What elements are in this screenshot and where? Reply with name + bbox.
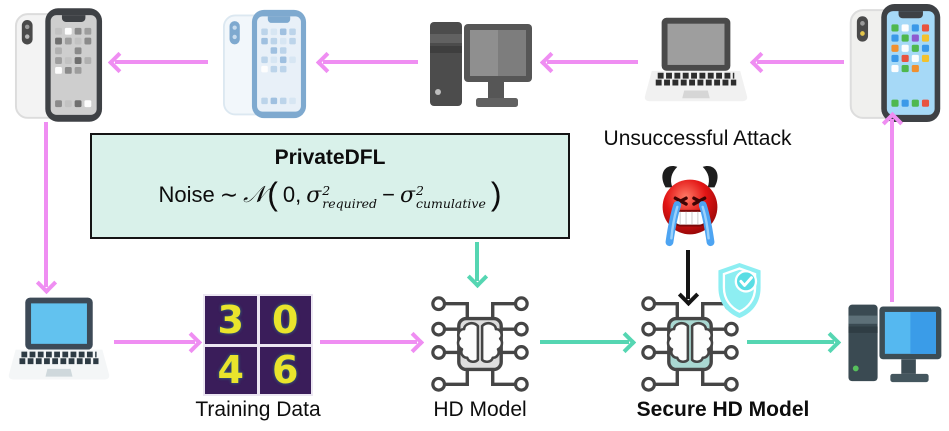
desktop-computer-gray-icon: [424, 12, 536, 114]
formula-minus: −: [382, 182, 395, 207]
formula-tilde: ∼: [219, 182, 239, 207]
arrow-laptop-to-desktop: [539, 51, 638, 73]
secure-hd-model-label: Secure HD Model: [636, 398, 810, 421]
mnist-digit-tile: 0: [259, 296, 311, 344]
formula-lhs: Noise: [158, 182, 215, 207]
mnist-digit-tile: 3: [205, 296, 257, 344]
shield-check-icon: [712, 260, 767, 321]
smartphone-blue-icon: [220, 8, 310, 120]
laptop-blue-icon: [6, 292, 112, 388]
laptop-gray-icon: [642, 14, 750, 108]
arrow-desktop2-to-phone3: [881, 111, 903, 302]
formula-normal-dist: 𝒩: [243, 182, 266, 208]
hd-model-label: HD Model: [433, 398, 527, 421]
privatedfl-title: PrivateDFL: [274, 146, 386, 169]
smartphone-gray-icon: [14, 6, 104, 124]
unsuccessful-attack-label: Unsuccessful Attack: [603, 127, 792, 150]
arrow-phone2-to-phone1: [107, 51, 208, 73]
arrow-hd-model-to-secure-model: [540, 331, 637, 353]
formula-close-paren: ): [490, 176, 502, 212]
arrow-secure-model-to-desktop2: [747, 331, 842, 353]
formula-mean: 0,: [282, 182, 302, 207]
arrow-phone3-to-laptop: [749, 51, 844, 73]
desktop-computer-blue-icon: [843, 292, 945, 392]
smartphone-colorful-icon: [848, 2, 943, 124]
formula-sigma-required: σ 2 required: [306, 182, 378, 211]
mnist-training-data: 3 0 4 6: [203, 294, 313, 396]
arrow-phone1-to-laptop2: [35, 122, 57, 295]
noise-formula: Noise ∼ 𝒩 ( 0, σ 2 required − σ 2 cumula…: [92, 176, 568, 212]
arrow-attack-to-secure-model: [677, 250, 699, 307]
formula-open-paren: (: [267, 176, 278, 212]
arrow-privatedfl-to-hd-model: [466, 242, 488, 289]
training-data-label: Training Data: [195, 398, 321, 421]
arrow-laptop2-to-training-data: [114, 331, 203, 353]
crying-devil-icon: [650, 160, 730, 250]
privatedfl-box: PrivateDFL Noise ∼ 𝒩 ( 0, σ 2 required −…: [90, 133, 570, 239]
mnist-digit-tile: 4: [205, 346, 257, 394]
arrow-training-data-to-hd-model: [320, 331, 425, 353]
mnist-digit-tile: 6: [259, 346, 311, 394]
arrow-desktop-to-phone2: [315, 51, 418, 73]
formula-sigma-cumulative: σ 2 cumulative: [399, 182, 486, 211]
hd-model-chip-icon: [427, 288, 533, 400]
